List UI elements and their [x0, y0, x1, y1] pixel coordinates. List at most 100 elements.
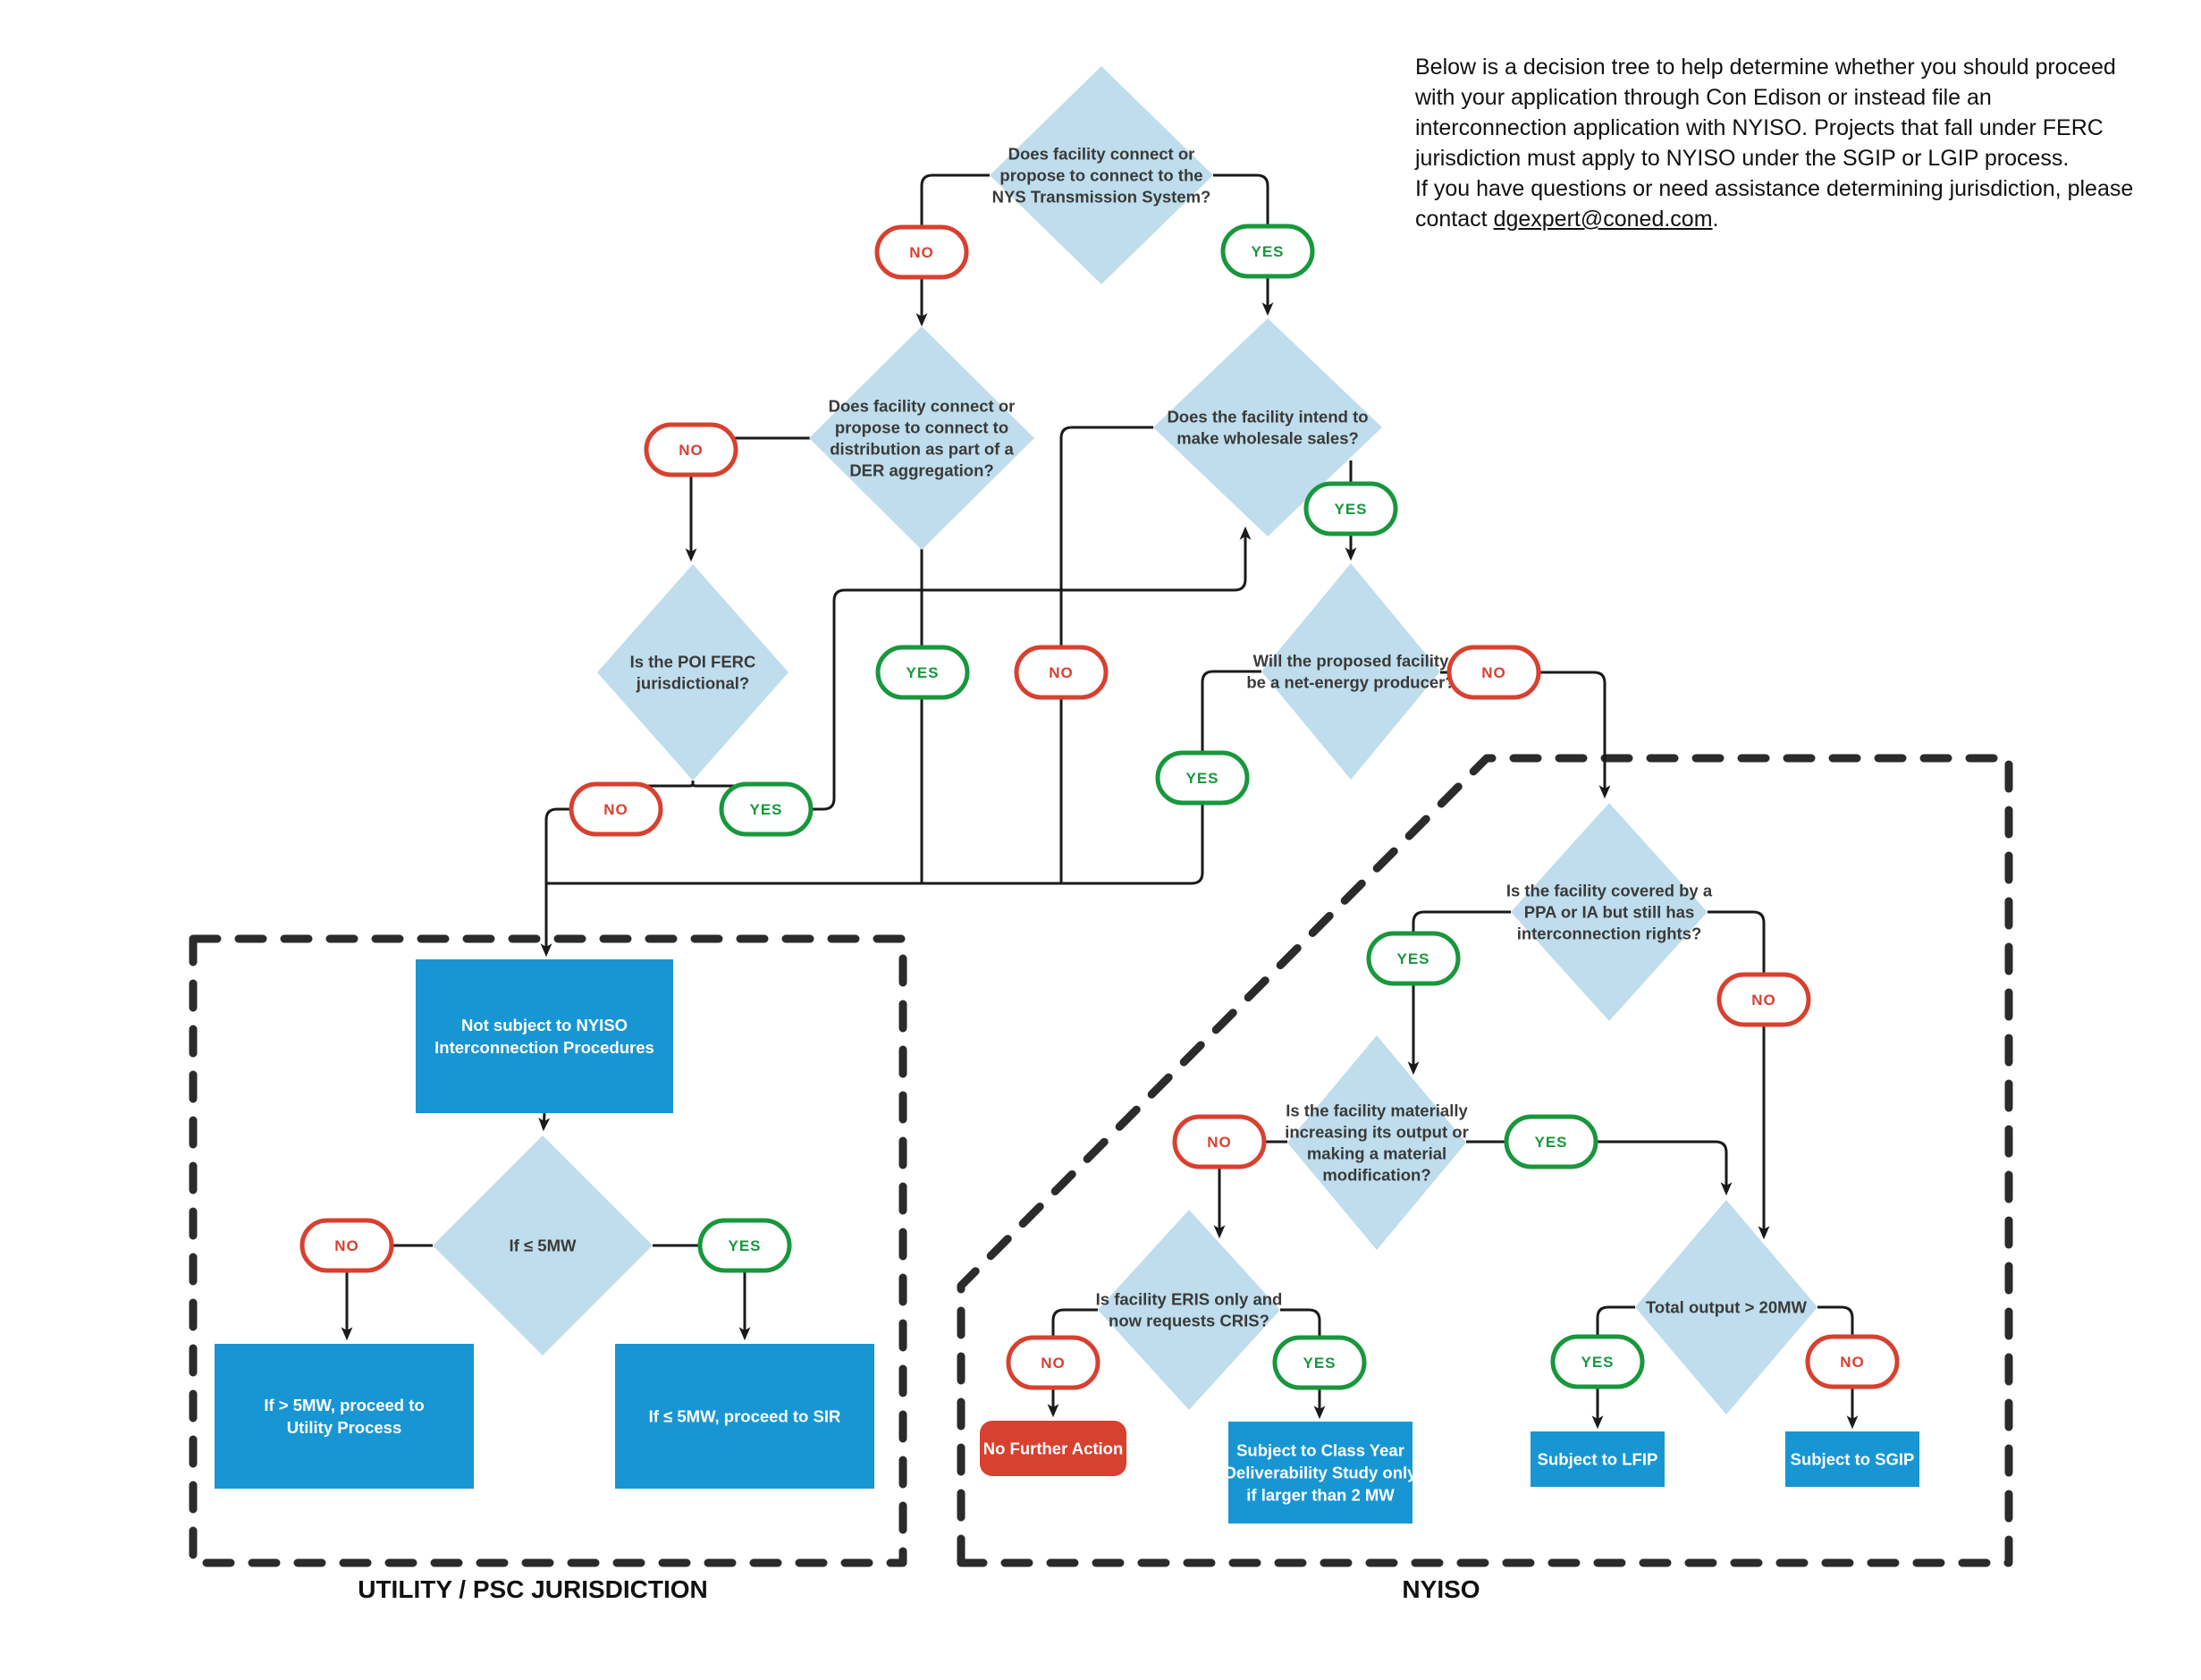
action-shape-subject-lfip	[1531, 1431, 1665, 1487]
pill-no-19-shape	[299, 1218, 394, 1273]
intro-line: with your application through Con Edison…	[1415, 85, 1992, 110]
pill-no-1-shape	[874, 224, 969, 280]
connector-2	[1213, 173, 1274, 317]
pill-yes-16-label: YES	[1303, 1355, 1336, 1372]
decision-label-if-5mw: If ≤ 5MW	[510, 1236, 577, 1254]
decision-shape-if-5mw	[433, 1135, 653, 1355]
intro-line: Below is a decision tree to help determi…	[1415, 55, 2116, 80]
pill-yes-20: YES	[697, 1218, 792, 1273]
pill-no-15-shape	[1006, 1335, 1100, 1390]
connector-20	[1280, 1308, 1326, 1420]
pill-yes-9: YES	[1303, 481, 1398, 536]
pill-yes-2-shape	[1220, 224, 1315, 279]
pill-no-7-shape	[1014, 645, 1109, 700]
region-nyiso	[957, 754, 2013, 1567]
pill-no-3: NO	[644, 422, 738, 477]
pill-yes-5-label: YES	[749, 801, 782, 818]
pill-no-4: NO	[569, 781, 663, 837]
pill-no-12-label: NO	[1751, 992, 1776, 1009]
intro-contact-prefix: contact	[1415, 207, 1494, 232]
pill-no-3-shape	[644, 422, 738, 477]
pill-yes-5: YES	[719, 781, 814, 837]
intro-line: jurisdiction must apply to NYISO under t…	[1415, 146, 2070, 171]
pill-no-13-shape	[1172, 1114, 1267, 1169]
pill-yes-6-label: YES	[906, 664, 939, 681]
pill-yes-11-shape	[1366, 931, 1461, 986]
pill-no-19: NO	[299, 1218, 394, 1273]
pill-yes-14-shape	[1504, 1114, 1598, 1169]
pill-yes-9-label: YES	[1334, 501, 1367, 518]
action-shape-subject-sgip	[1785, 1431, 1919, 1487]
connector-14	[1407, 910, 1511, 1076]
action-no-further-action: No Further Action	[980, 1421, 1126, 1476]
action-label-proceed-sir: If ≤ 5MW, proceed to SIR	[649, 1406, 841, 1425]
decision-shape-wholesale-sales	[1153, 318, 1382, 536]
pill-no-18-shape	[1805, 1334, 1900, 1389]
pill-yes-16-shape	[1272, 1335, 1367, 1390]
pill-no-10-shape	[1446, 645, 1541, 700]
pill-no-4-shape	[569, 781, 663, 837]
action-subject-sgip: Subject to SGIP	[1785, 1431, 1919, 1487]
pill-no-4-label: NO	[603, 801, 628, 818]
pill-no-19-label: NO	[334, 1237, 359, 1254]
email-link[interactable]: dgexpert@coned.com	[1493, 207, 1713, 232]
connector-21	[1591, 1305, 1635, 1430]
action-shape-proceed-sir	[615, 1344, 874, 1489]
pill-yes-6: YES	[875, 645, 970, 700]
pill-no-13: NO	[1172, 1114, 1267, 1169]
action-shape-class-year-study	[1228, 1422, 1413, 1524]
connector-15	[1708, 910, 1770, 1240]
intro-contact-suffix: .	[1712, 207, 1719, 232]
pill-yes-6-shape	[875, 645, 970, 700]
pill-no-12-shape	[1716, 972, 1811, 1027]
pill-no-18: NO	[1805, 1334, 1900, 1389]
decision-shape-connect-nys-transmission	[990, 66, 1213, 284]
decision-label-total-output-20mw: Total output > 20MW	[1646, 1297, 1808, 1316]
connector-7	[540, 807, 571, 958]
action-shape-not-subject-nyiso	[416, 959, 673, 1113]
pill-no-7-label: NO	[1049, 664, 1074, 681]
decision-shape-net-energy-producer	[1261, 563, 1440, 780]
action-label-subject-lfip: Subject to LFIP	[1538, 1449, 1658, 1468]
pill-yes-17: YES	[1550, 1334, 1645, 1389]
connector-19	[1047, 1308, 1098, 1418]
pill-no-13-label: NO	[1207, 1134, 1232, 1151]
intro-contact-line: contact dgexpert@coned.com.	[1415, 204, 2133, 234]
pill-yes-5-shape	[719, 781, 814, 837]
pill-yes-16: YES	[1272, 1335, 1367, 1390]
connector-1	[915, 173, 990, 327]
decision-shape-ppa-ia-interconnection-rights	[1511, 803, 1708, 1021]
action-proceed-sir: If ≤ 5MW, proceed to SIR	[615, 1344, 874, 1489]
action-subject-lfip: Subject to LFIP	[1531, 1431, 1665, 1487]
intro-text: Below is a decision tree to help determi…	[1415, 52, 2133, 234]
pill-yes-11: YES	[1366, 931, 1461, 986]
connector-9	[1059, 426, 1153, 883]
pill-no-18-label: NO	[1840, 1354, 1865, 1371]
connector-11	[811, 526, 1252, 811]
action-shape-utility-process	[215, 1344, 474, 1489]
pill-yes-8-label: YES	[1185, 770, 1219, 787]
pill-no-1: NO	[874, 224, 969, 280]
pill-yes-2: YES	[1220, 224, 1315, 279]
decision-total-output-20mw: Total output > 20MW	[1635, 1200, 1817, 1414]
region-label-utility-psc: UTILITY / PSC JURISDICTION	[358, 1575, 708, 1603]
action-shape-no-further-action	[980, 1421, 1126, 1476]
pill-yes-17-label: YES	[1581, 1354, 1614, 1371]
decision-shape-material-modification	[1287, 1035, 1466, 1250]
